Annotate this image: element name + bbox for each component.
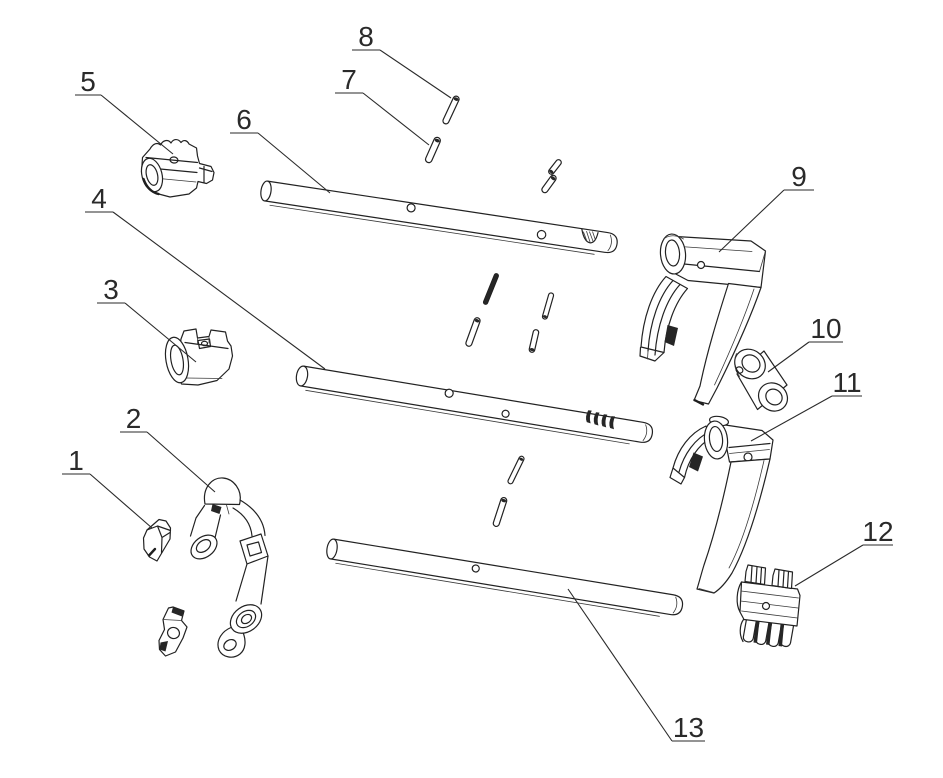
part-5-gear-shift-block xyxy=(140,138,215,198)
part-12-gear-shift-block xyxy=(736,564,801,648)
callout-6: 6 xyxy=(230,104,331,194)
callout-leader-3 xyxy=(124,302,197,363)
part-2-shift-lever xyxy=(189,477,269,658)
callout-number-7: 7 xyxy=(341,64,357,95)
callout-leader-10 xyxy=(767,341,810,373)
part-8-roll-pin xyxy=(442,95,460,125)
part-10-double-eye-link xyxy=(734,348,789,412)
callout-number-5: 5 xyxy=(80,66,96,97)
callout-13: 13 xyxy=(567,588,705,743)
callout-2: 2 xyxy=(120,403,216,493)
callout-11: 11 xyxy=(750,367,862,442)
pin-small-g xyxy=(507,455,525,485)
callout-leader-4 xyxy=(112,211,326,370)
callout-leader-11 xyxy=(750,395,833,442)
callout-leader-12 xyxy=(794,544,864,587)
callout-leader-13 xyxy=(567,588,673,742)
callout-number-6: 6 xyxy=(236,104,252,135)
callout-leader-5 xyxy=(100,94,174,155)
part-4-middle-shift-rail xyxy=(295,365,654,445)
callout-10: 10 xyxy=(767,313,843,373)
callout-number-13: 13 xyxy=(673,712,704,743)
callout-leader-6 xyxy=(257,132,331,194)
callout-number-3: 3 xyxy=(103,274,119,305)
callout-9: 9 xyxy=(718,161,814,253)
callout-leader-7 xyxy=(362,92,430,146)
pin-small-f xyxy=(528,329,540,353)
callout-leader-1 xyxy=(89,473,153,529)
part-13-lower-shift-rail xyxy=(326,538,684,617)
callout-number-9: 9 xyxy=(791,161,807,192)
part-1-key-block xyxy=(142,518,172,562)
pin-small-d xyxy=(541,292,555,320)
callout-7: 7 xyxy=(335,64,430,146)
callout-number-1: 1 xyxy=(68,445,84,476)
loose-pins xyxy=(424,95,562,528)
callout-number-10: 10 xyxy=(810,313,841,344)
callout-1: 1 xyxy=(62,445,153,529)
callout-leader-2 xyxy=(146,431,216,493)
callout-number-8: 8 xyxy=(358,21,374,52)
callout-number-12: 12 xyxy=(862,516,893,547)
pin-small-e xyxy=(465,317,481,347)
part-3-clamp-sleeve xyxy=(164,328,234,386)
part-6-upper-shift-rail xyxy=(260,180,618,255)
callout-number-4: 4 xyxy=(91,183,107,214)
part-7-roll-pin xyxy=(424,136,441,164)
pin-small-b xyxy=(541,174,557,194)
pin-small-c xyxy=(482,273,499,305)
pin-small-a xyxy=(548,159,562,175)
callout-3: 3 xyxy=(97,274,197,363)
callout-12: 12 xyxy=(794,516,894,587)
callout-5: 5 xyxy=(75,66,174,155)
callout-4: 4 xyxy=(85,183,326,370)
pin-small-h xyxy=(492,496,508,528)
callout-8: 8 xyxy=(352,21,452,99)
callout-leader-9 xyxy=(718,189,785,253)
detent-sleeve xyxy=(158,606,188,657)
callout-leader-8 xyxy=(379,49,452,99)
callout-number-2: 2 xyxy=(126,403,142,434)
part-11-shift-fork-lower xyxy=(669,415,774,594)
part-9-shift-fork-upper xyxy=(639,233,767,406)
part-12-lugs xyxy=(739,614,794,648)
callout-number-11: 11 xyxy=(832,367,861,398)
